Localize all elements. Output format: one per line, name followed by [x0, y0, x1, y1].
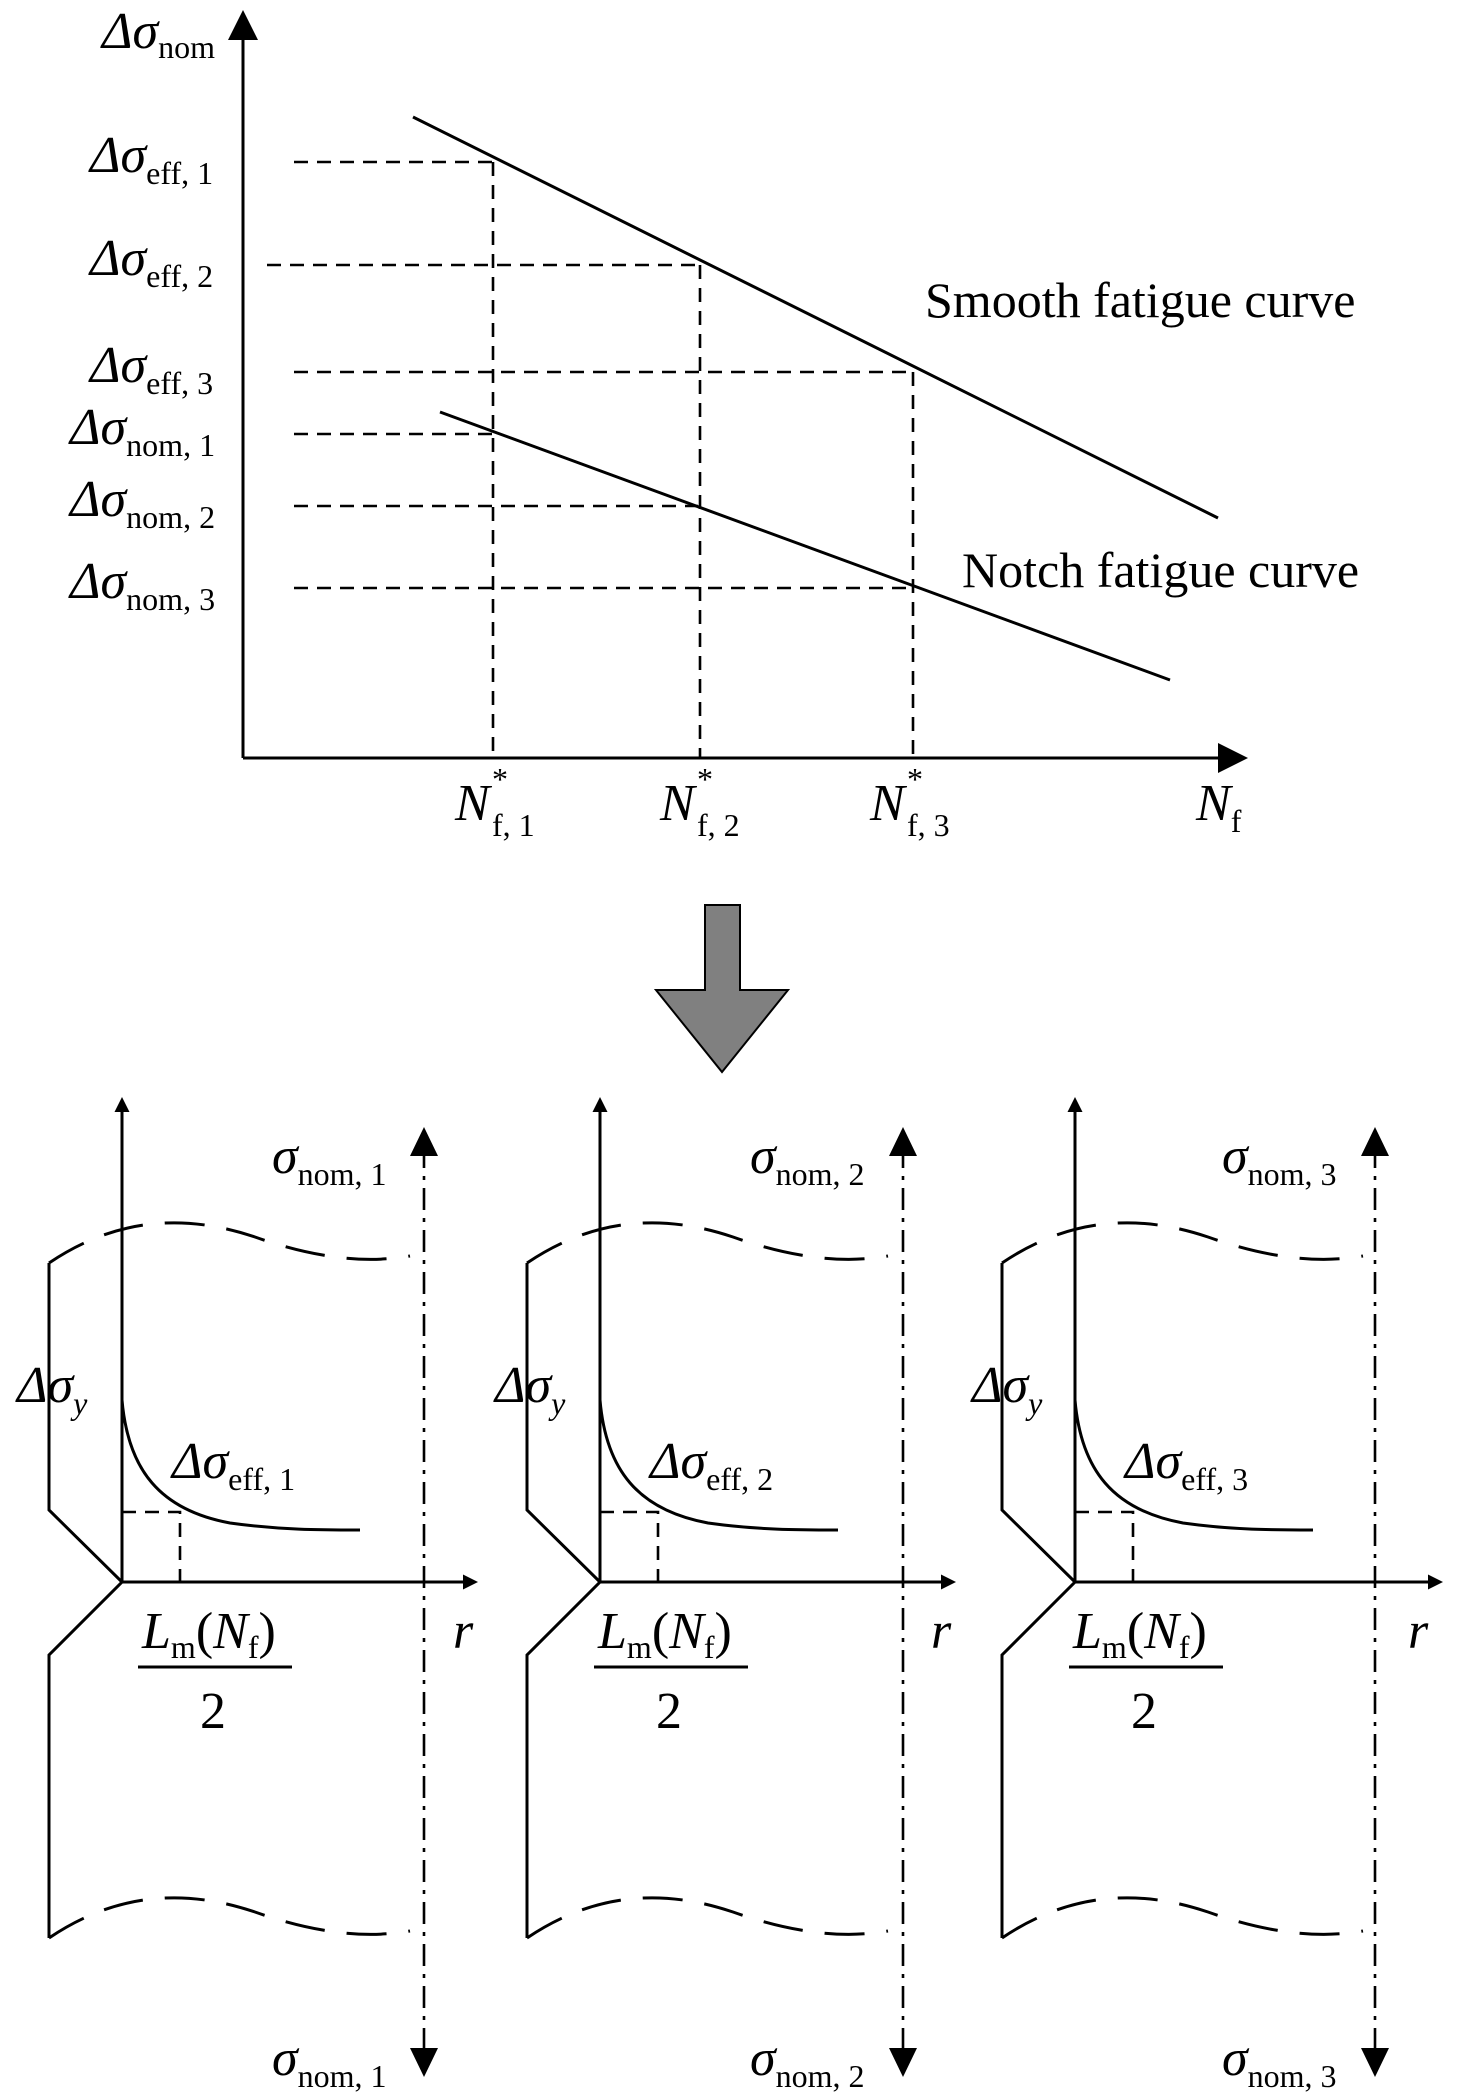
x-tick-nf-1: N * f, 1 [454, 761, 535, 843]
svg-text:N: N [869, 775, 908, 832]
y-tick-nom-1: Δσnom, 1 [68, 399, 215, 463]
svg-text:f, 2: f, 2 [697, 807, 740, 843]
svg-text:*: * [907, 761, 923, 797]
svg-text:Lm(Nf): Lm(Nf) [1072, 1603, 1207, 1665]
break-line-bottom [526, 1896, 889, 1940]
sn-chart: Δσnom Nf Smooth fatigue curve Notch fati… [68, 3, 1359, 843]
stress-axis-label: Δσy [970, 1357, 1043, 1421]
svg-text:f, 1: f, 1 [492, 807, 535, 843]
smooth-fatigue-curve [412, 115, 1219, 520]
x-axis-title: Nf [1195, 775, 1242, 839]
bottom-load-label: σnom, 3 [1222, 2030, 1337, 2093]
svg-text:N: N [659, 775, 698, 832]
effective-stress-label: Δσeff, 2 [648, 1433, 773, 1497]
notch-panel-1: σnom, 1 σnom, 1 Δσy Δσeff, 1 r Lm(Nf) 2 [15, 1097, 478, 2093]
critical-distance-guide [1075, 1510, 1135, 1582]
svg-text:N: N [454, 775, 493, 832]
svg-text:Lm(Nf): Lm(Nf) [141, 1603, 276, 1665]
y-axis-title: Δσnom [100, 3, 215, 65]
svg-text:*: * [697, 761, 713, 797]
break-line-bottom [1001, 1896, 1364, 1940]
notch-curve-label: Notch fatigue curve [962, 542, 1359, 598]
notch-panel-3: σnom, 3 σnom, 3 Δσy Δσeff, 3 r Lm(Nf) 2 [970, 1097, 1443, 2093]
y-tick-nom-2: Δσnom, 2 [68, 471, 215, 535]
stress-distribution-curve [598, 1399, 839, 1532]
top-load-label: σnom, 2 [750, 1128, 865, 1192]
y-tick-eff-1: Δσeff, 1 [88, 127, 213, 191]
bottom-load-label: σnom, 2 [750, 2030, 865, 2093]
y-axis-arrowhead [228, 10, 258, 40]
notch-fatigue-curve [439, 410, 1171, 682]
distance-axis-label: r [1408, 1603, 1429, 1660]
stress-distribution-curve [1073, 1399, 1314, 1532]
break-line-bottom [48, 1896, 411, 1940]
svg-text:2: 2 [1131, 1683, 1157, 1740]
effective-stress-label: Δσeff, 1 [170, 1433, 295, 1497]
notch-panel-2: σnom, 2 σnom, 2 Δσy Δσeff, 2 r Lm(Nf) 2 [493, 1097, 956, 2093]
load-arrow-up [410, 1127, 438, 1156]
critical-distance-guide [122, 1510, 182, 1582]
down-arrow-icon [653, 904, 791, 1074]
stress-axis-label: Δσy [15, 1357, 88, 1421]
svg-text:Lm(Nf): Lm(Nf) [597, 1603, 732, 1665]
critical-distance-fraction: Lm(Nf) 2 [1069, 1603, 1223, 1740]
y-tick-nom-3: Δσnom, 3 [68, 553, 215, 617]
svg-text:f, 3: f, 3 [907, 807, 950, 843]
break-line-top [48, 1221, 411, 1265]
distance-axis-label: r [931, 1603, 952, 1660]
break-line-top [526, 1221, 889, 1265]
load-arrow-down [1361, 2048, 1389, 2077]
load-arrow-down [889, 2048, 917, 2077]
svg-text:2: 2 [200, 1683, 226, 1740]
stress-distribution-curve [120, 1399, 361, 1532]
svg-text:*: * [492, 761, 508, 797]
load-arrow-down [410, 2048, 438, 2077]
x-tick-nf-2: N * f, 2 [659, 761, 740, 843]
critical-distance-fraction: Lm(Nf) 2 [594, 1603, 748, 1740]
y-tick-eff-3: Δσeff, 3 [88, 337, 213, 401]
break-line-top [1001, 1221, 1364, 1265]
stress-axis-label: Δσy [493, 1357, 566, 1421]
top-load-label: σnom, 1 [272, 1128, 387, 1192]
bottom-load-label: σnom, 1 [272, 2030, 387, 2093]
y-tick-eff-2: Δσeff, 2 [88, 230, 213, 294]
critical-distance-guide [600, 1510, 660, 1582]
load-arrow-up [889, 1127, 917, 1156]
smooth-curve-label: Smooth fatigue curve [925, 272, 1355, 328]
top-load-label: σnom, 3 [1222, 1128, 1337, 1192]
x-axis-arrowhead [1218, 743, 1248, 773]
distance-axis-label: r [453, 1603, 474, 1660]
critical-distance-fraction: Lm(Nf) 2 [138, 1603, 292, 1740]
effective-stress-label: Δσeff, 3 [1123, 1433, 1248, 1497]
load-arrow-up [1361, 1127, 1389, 1156]
svg-text:2: 2 [656, 1683, 682, 1740]
x-tick-nf-3: N * f, 3 [869, 761, 950, 843]
